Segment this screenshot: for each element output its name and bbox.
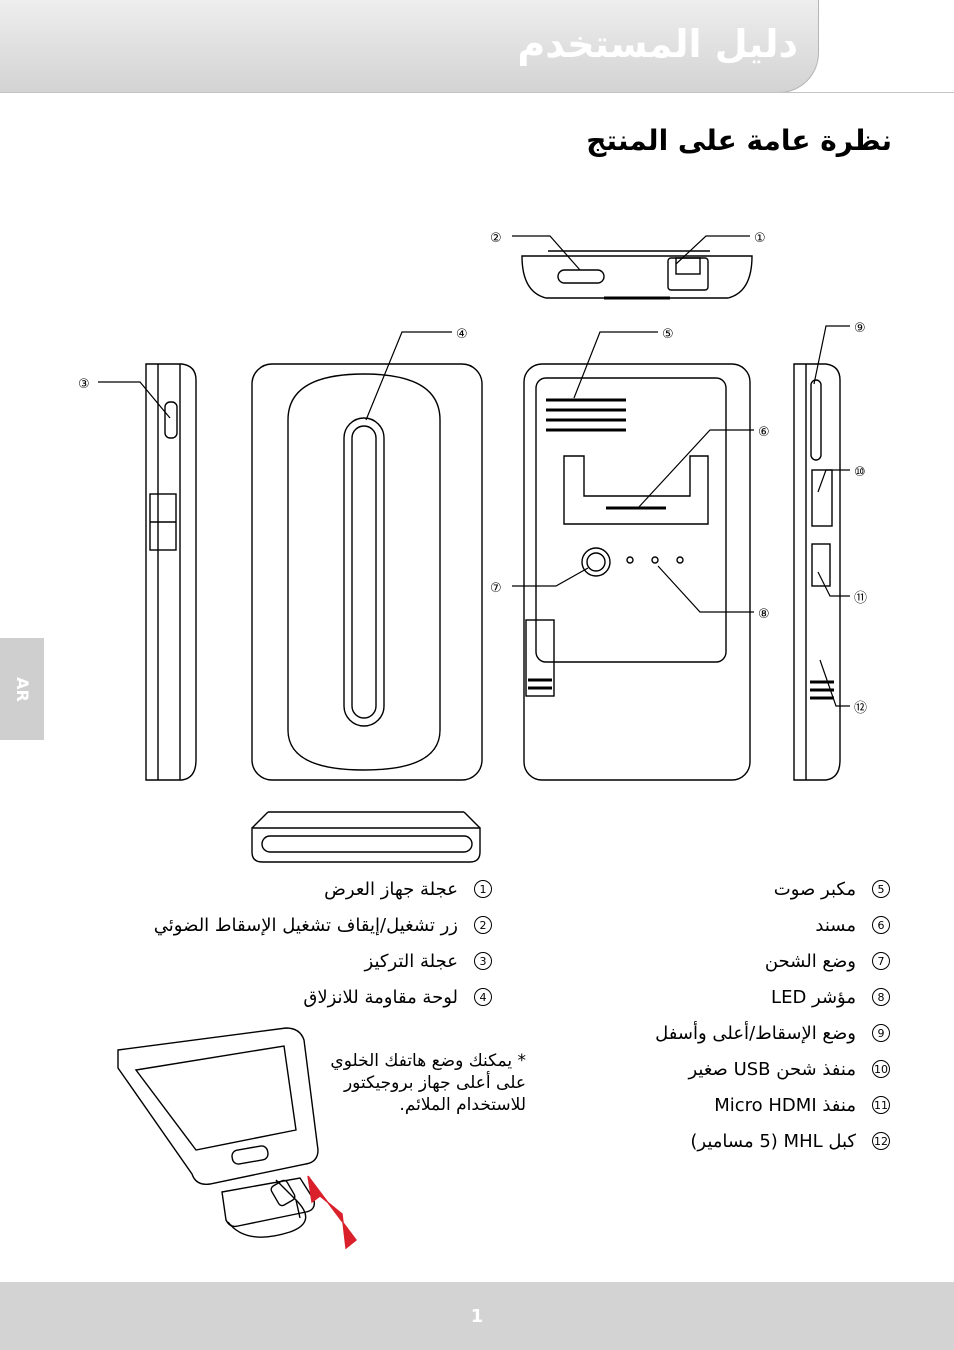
callout-8: ⑧ xyxy=(758,607,770,622)
callout-1: ① xyxy=(754,231,766,246)
legend-item-12: 12 كبل MHL (5 مسامير) xyxy=(690,1128,890,1154)
legend-number: 9 xyxy=(872,1024,890,1042)
callout-10: ⑩ xyxy=(854,465,866,480)
top-view xyxy=(521,250,753,300)
legend-item-9: 9 وضع الإسقاط/أعلى وأسفل xyxy=(655,1020,890,1046)
legend-text: عجلة التركيز xyxy=(364,950,458,972)
legend-text: منفذ Micro HDMI xyxy=(714,1094,856,1116)
legend-text: مؤشر LED xyxy=(771,986,856,1008)
legend-number: 5 xyxy=(872,880,890,898)
phone-illustration xyxy=(117,1027,357,1250)
legend-item-4: 4 لوحة مقاومة للانزلاق xyxy=(303,984,492,1010)
callout-numbers: ① ② ③ ④ ⑤ ⑥ ⑦ ⑧ ⑨ ⑩ ⑪ ⑫ xyxy=(78,231,867,716)
legend-item-3: 3 عجلة التركيز xyxy=(365,948,492,974)
red-arrow xyxy=(307,1175,357,1250)
legend-number: 10 xyxy=(872,1060,890,1078)
legend-text: كبل MHL (5 مسامير) xyxy=(690,1130,856,1152)
legend-text: عجلة جهاز العرض xyxy=(324,878,458,900)
legend-text: زر تشغيل/إيقاف تشغيل الإسقاط الضوئي xyxy=(153,914,458,936)
callout-11: ⑪ xyxy=(854,591,867,606)
callout-2: ② xyxy=(490,231,502,246)
legend-number: 11 xyxy=(872,1096,890,1114)
callout-6: ⑥ xyxy=(758,425,770,440)
legend-item-1: 1 عجلة جهاز العرض xyxy=(324,876,492,902)
section-heading: نظرة عامة على المنتج xyxy=(586,124,892,157)
legend-item-8: 8 مؤشر LED xyxy=(771,984,890,1010)
callout-9: ⑨ xyxy=(854,321,866,336)
front-view xyxy=(523,363,751,781)
legend-number: 6 xyxy=(872,916,890,934)
header-divider xyxy=(0,92,954,93)
bottom-view xyxy=(251,811,481,863)
legend-text: مسند xyxy=(815,914,856,936)
leader-lines xyxy=(98,235,850,707)
legend-number: 2 xyxy=(474,916,492,934)
callout-12: ⑫ xyxy=(854,701,867,716)
legend-number: 7 xyxy=(872,952,890,970)
page-title: دليل المستخدم xyxy=(517,22,798,66)
legend-number: 4 xyxy=(474,988,492,1006)
legend-item-10: 10 منفذ شحن USB صغير xyxy=(688,1056,890,1082)
legend-text: وضع الإسقاط/أعلى وأسفل xyxy=(655,1022,856,1044)
legend-item-6: 6 مسند xyxy=(815,912,890,938)
legend-item-2: 2 زر تشغيل/إيقاف تشغيل الإسقاط الضوئي xyxy=(154,912,492,938)
callout-5: ⑤ xyxy=(662,327,674,342)
legend-item-7: 7 وضع الشحن xyxy=(765,948,890,974)
left-side-view xyxy=(145,363,197,781)
legend-text: منفذ شحن USB صغير xyxy=(688,1058,857,1080)
callout-4: ④ xyxy=(456,327,468,342)
callout-3: ③ xyxy=(78,377,90,392)
header-band: دليل المستخدم xyxy=(0,0,819,93)
legend-text: مكبر صوت xyxy=(773,878,856,900)
phone-note: * يمكنك وضع هاتفك الخلوي على أعلى جهاز ب… xyxy=(330,1051,526,1115)
legend-number: 12 xyxy=(872,1132,890,1150)
legend-number: 8 xyxy=(872,988,890,1006)
back-view xyxy=(251,363,483,781)
legend-item-5: 5 مكبر صوت xyxy=(774,876,890,902)
page-number: 1 xyxy=(470,1305,484,1327)
legend-item-11: 11 منفذ Micro HDMI xyxy=(714,1092,890,1118)
legend-text: وضع الشحن xyxy=(764,950,856,972)
footer-band: 1 xyxy=(0,1282,954,1350)
legend-number: 3 xyxy=(474,952,492,970)
legend-number: 1 xyxy=(474,880,492,898)
callout-7: ⑦ xyxy=(490,581,502,596)
right-side-view xyxy=(793,363,841,781)
legend-text: لوحة مقاومة للانزلاق xyxy=(303,986,458,1008)
language-tab: AR xyxy=(0,638,44,740)
